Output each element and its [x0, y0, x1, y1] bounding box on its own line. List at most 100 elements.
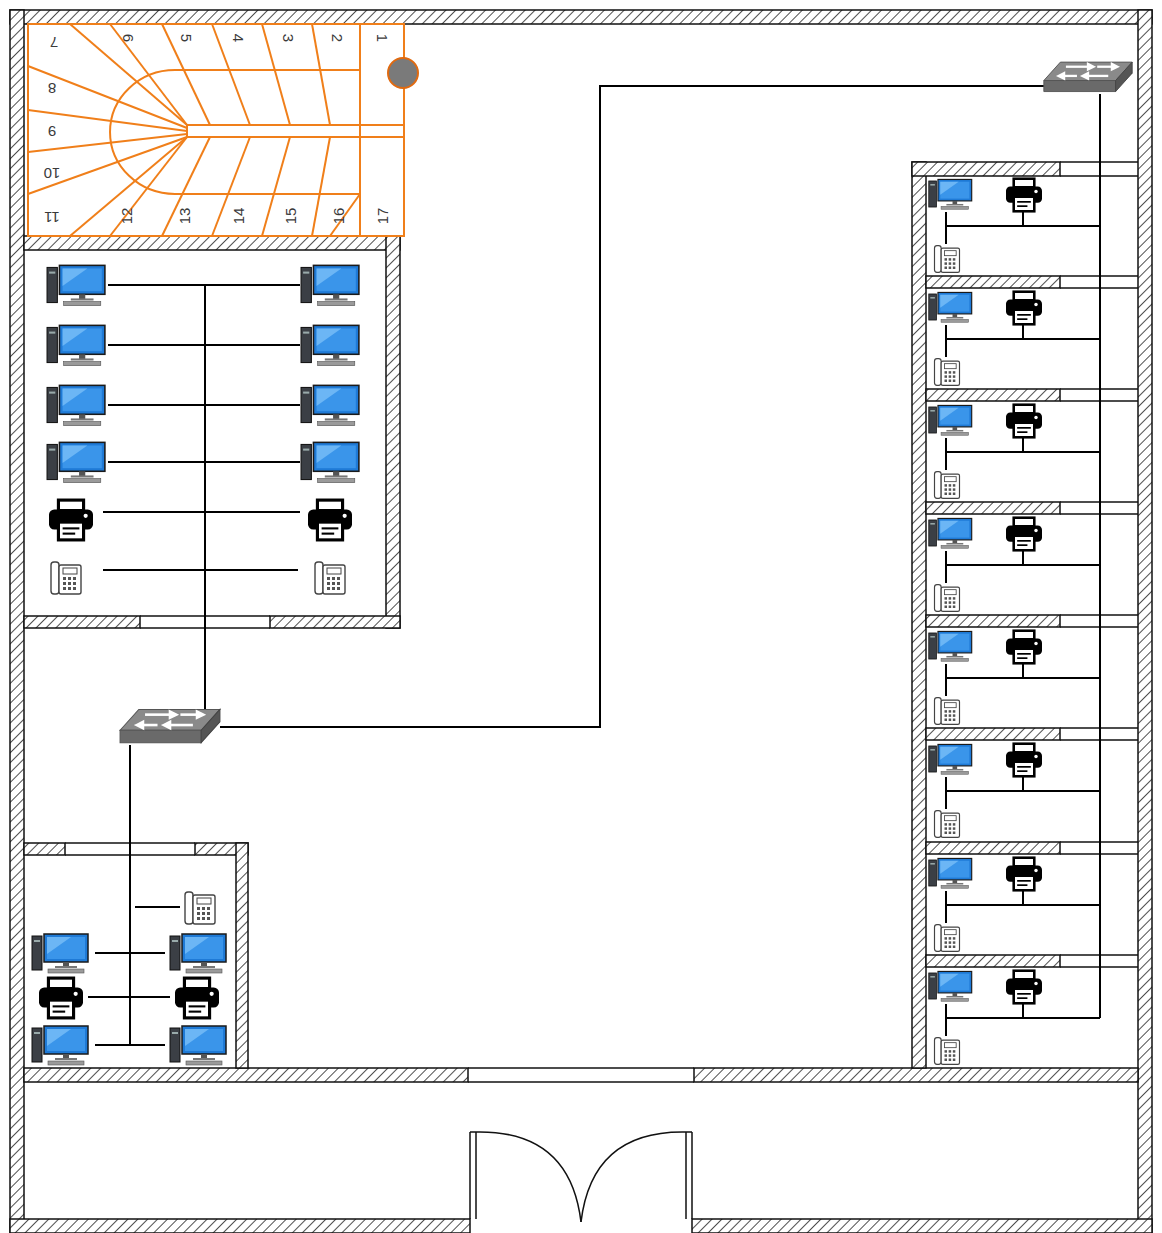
computer-icon	[301, 442, 359, 482]
wall	[236, 843, 248, 1068]
wall	[926, 728, 1060, 740]
stair-tread	[28, 137, 187, 194]
step-number: 12	[119, 208, 134, 225]
network-switch	[1044, 62, 1132, 91]
step-number: 13	[177, 208, 192, 225]
step-number: 2	[330, 34, 345, 42]
stair-post	[388, 58, 418, 88]
computer-icon	[47, 385, 105, 425]
computer-icon	[929, 971, 972, 1001]
cable	[95, 952, 165, 954]
stair-tread	[212, 24, 250, 125]
step-number: 9	[48, 124, 56, 139]
cable	[103, 511, 300, 513]
printer-icon	[1006, 858, 1042, 891]
wall	[24, 843, 65, 855]
stair-tread	[312, 137, 330, 236]
printer-icon	[1006, 631, 1042, 664]
network-switch	[120, 709, 220, 742]
phone-icon	[935, 585, 960, 612]
wall	[24, 236, 400, 250]
printer-icon	[49, 500, 93, 540]
stair-line	[359, 24, 361, 236]
printer-icon	[1006, 405, 1042, 438]
printer-icon	[1006, 971, 1042, 1004]
computer-icon	[301, 325, 359, 365]
window-line	[468, 1067, 694, 1069]
printer-icon	[308, 500, 352, 540]
wall	[24, 616, 140, 628]
cable	[1022, 438, 1024, 452]
wall	[10, 10, 24, 1233]
cable	[945, 664, 947, 696]
computer-icon	[32, 1026, 88, 1065]
wall	[270, 616, 400, 628]
step-number: 14	[231, 208, 246, 225]
step-number: 6	[121, 34, 136, 42]
cable	[103, 569, 298, 571]
stair-tread	[212, 137, 250, 236]
wall	[1138, 10, 1152, 1233]
phone-icon	[935, 811, 960, 838]
phone-icon	[935, 359, 960, 386]
computer-icon	[301, 265, 359, 305]
cable	[945, 891, 947, 923]
computer-icon	[47, 442, 105, 482]
printer-icon	[39, 978, 83, 1018]
computer-icon	[929, 858, 972, 888]
wall	[926, 615, 1060, 627]
stair-tread	[312, 24, 330, 125]
cable	[88, 996, 170, 998]
cable	[1022, 777, 1024, 791]
stair-tread	[330, 194, 360, 236]
wall	[386, 236, 400, 628]
step-number: 15	[283, 208, 298, 225]
phone-icon	[935, 246, 960, 273]
computer-icon	[170, 1026, 226, 1065]
cable	[945, 1004, 947, 1036]
wall	[926, 389, 1060, 401]
wall	[692, 1219, 1152, 1233]
wall	[926, 955, 1060, 967]
network-cables	[88, 86, 1100, 1045]
step-number: 7	[50, 35, 58, 50]
phone-icon	[935, 698, 960, 725]
staircase	[28, 24, 418, 236]
wall	[24, 1068, 468, 1082]
wall	[694, 1068, 1138, 1082]
network-devices	[32, 62, 1132, 1065]
wall	[912, 162, 1060, 176]
phone-icon	[935, 925, 960, 952]
step-number: 1	[375, 34, 390, 42]
stair-tread	[28, 66, 187, 128]
stair-tread	[110, 24, 187, 125]
step-number: 8	[48, 81, 56, 96]
step-number: 17	[375, 208, 390, 225]
computer-icon	[170, 934, 226, 973]
cable	[1022, 664, 1024, 678]
stair-tread	[70, 24, 187, 125]
wall	[10, 10, 1152, 24]
computer-icon	[929, 405, 972, 435]
door	[470, 1132, 581, 1222]
wall	[926, 502, 1060, 514]
computer-icon	[301, 385, 359, 425]
cable	[1022, 551, 1024, 565]
cable	[1022, 1004, 1024, 1018]
computer-icon	[929, 179, 972, 209]
printer-icon	[1006, 744, 1042, 777]
cable	[1022, 325, 1024, 339]
cable	[204, 285, 206, 712]
wall	[926, 842, 1060, 854]
step-number: 4	[231, 34, 246, 42]
cable	[945, 325, 947, 357]
computer-icon	[47, 265, 105, 305]
computer-icon	[929, 631, 972, 661]
phone-icon	[935, 1038, 960, 1065]
printer-icon	[1006, 292, 1042, 325]
stair-outline	[28, 24, 404, 236]
cable	[129, 745, 131, 1045]
cable	[135, 906, 180, 908]
